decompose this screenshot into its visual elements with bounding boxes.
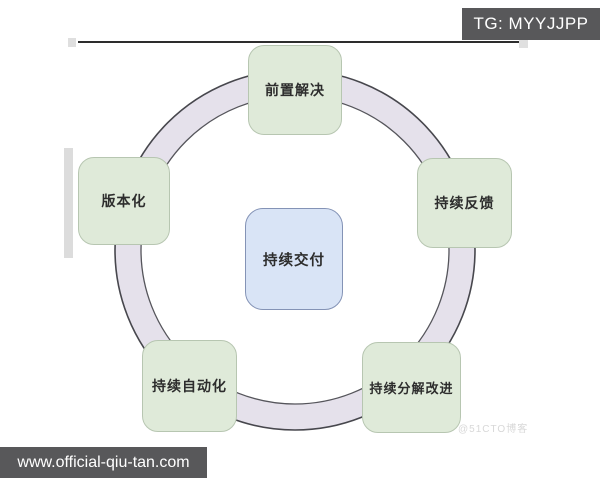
- line-handle-right: [519, 39, 528, 48]
- telegram-badge-text: TG: MYYJJPP: [473, 14, 589, 33]
- watermark-text: @51CTO博客: [458, 424, 529, 435]
- website-badge: www.official-qiu-tan.com: [0, 447, 207, 478]
- node-continuous-automation: 持续自动化: [142, 340, 237, 432]
- node-label: 持续分解改进: [369, 381, 454, 396]
- telegram-badge: TG: MYYJJPP: [462, 8, 600, 40]
- left-edge-strip: [64, 148, 73, 258]
- node-continuous-feedback: 持续反馈: [417, 158, 512, 248]
- node-continuous-decompose-improve: 持续分解改进: [362, 342, 461, 433]
- node-front-loaded-solving: 前置解决: [248, 45, 342, 135]
- node-label: 持续自动化: [152, 378, 227, 394]
- node-label: 前置解决: [265, 82, 325, 98]
- node-label: 持续交付: [263, 252, 325, 269]
- node-label: 版本化: [101, 193, 147, 209]
- line-handle-left: [68, 38, 76, 47]
- node-continuous-delivery: 持续交付: [245, 208, 343, 310]
- node-label: 持续反馈: [434, 195, 495, 211]
- website-badge-text: www.official-qiu-tan.com: [17, 453, 190, 471]
- node-versioning: 版本化: [78, 157, 170, 245]
